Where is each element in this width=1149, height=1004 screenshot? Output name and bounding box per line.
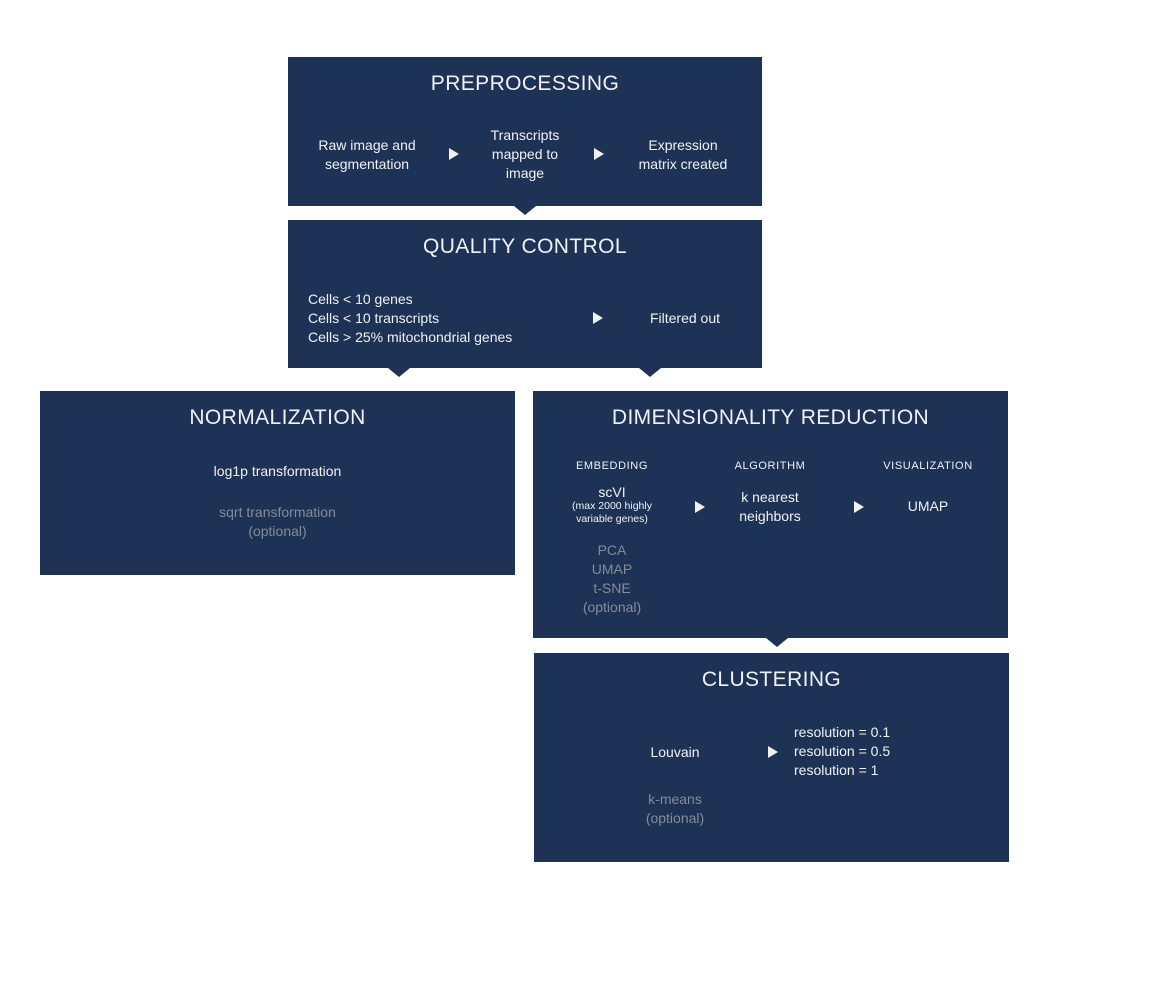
algorithm-primary: k nearest neighbors [739, 489, 801, 524]
arrow-right-icon [695, 501, 705, 513]
quality-control-title: QUALITY CONTROL [423, 235, 627, 258]
embedding-note-line: (max 2000 highly [572, 500, 652, 512]
dimensionality-reduction-box: DIMENSIONALITY REDUCTION EMBEDDING ALGOR… [533, 391, 1008, 647]
resolution-item: resolution = 1 [794, 762, 879, 778]
connector-down-notch [766, 638, 788, 647]
qc-criteria-list: Cells < 10 genes Cells < 10 transcripts … [308, 290, 568, 347]
normalization-optional-note: (optional) [248, 523, 307, 539]
visualization-header: VISUALIZATION [883, 460, 973, 472]
preprocessing-box: PREPROCESSING Raw image and segmentation… [288, 57, 762, 215]
clustering-optional: k-means (optional) [605, 790, 745, 828]
embedding-note-line: variable genes) [576, 513, 648, 525]
algorithm-header: ALGORITHM [734, 460, 806, 472]
clustering-optional-note: (optional) [645, 810, 705, 826]
step-transcripts-mapped: Transcripts mapped to image [490, 127, 560, 181]
clustering-title: CLUSTERING [701, 668, 842, 691]
qc-result: Filtered out [649, 310, 721, 326]
arrow-right-icon [854, 501, 864, 513]
embedding-header: EMBEDDING [575, 460, 649, 472]
connector-down-notch [514, 206, 536, 215]
embedding-primary: scVI [598, 484, 626, 500]
visualization-primary: UMAP [907, 498, 949, 514]
clustering-primary: Louvain [650, 744, 700, 760]
clustering-resolutions: resolution = 0.1 resolution = 0.5 resolu… [794, 723, 954, 780]
qc-criterion: Cells < 10 transcripts [308, 310, 440, 326]
embedding-optional-item: t-SNE [593, 580, 631, 596]
arrow-right-icon [768, 746, 778, 758]
qc-criterion: Cells < 10 genes [308, 291, 413, 307]
embedding-optional-list: PCA UMAP t-SNE (optional) [533, 541, 691, 617]
arrow-right-icon [593, 312, 603, 324]
embedding-optional-item: PCA [597, 542, 627, 558]
step-expression-matrix: Expression matrix created [638, 137, 728, 172]
arrow-right-icon [449, 148, 459, 160]
embedding-optional-item: UMAP [591, 561, 633, 577]
normalization-title: NORMALIZATION [189, 406, 366, 429]
normalization-primary: log1p transformation [213, 463, 342, 479]
normalization-optional-label: sqrt transformation [219, 504, 336, 520]
normalization-optional: sqrt transformation (optional) [40, 503, 515, 541]
clustering-optional-label: k-means [648, 791, 702, 807]
quality-control-box: QUALITY CONTROL Cells < 10 genes Cells <… [288, 220, 762, 377]
dimensionality-reduction-title: DIMENSIONALITY REDUCTION [611, 406, 930, 429]
preprocessing-title: PREPROCESSING [430, 72, 620, 95]
step-raw-image: Raw image and segmentation [318, 137, 416, 172]
arrow-right-icon [594, 148, 604, 160]
connector-down-notch [388, 368, 410, 377]
embedding-optional-item: (optional) [582, 599, 642, 615]
qc-criterion: Cells > 25% mitochondrial genes [308, 329, 513, 345]
normalization-box: NORMALIZATION log1p transformation sqrt … [40, 391, 515, 575]
embedding-note: (max 2000 highly variable genes) [562, 500, 662, 526]
clustering-box: CLUSTERING Louvain resolution = 0.1 reso… [534, 653, 1009, 862]
resolution-item: resolution = 0.5 [794, 743, 891, 759]
resolution-item: resolution = 0.1 [794, 724, 891, 740]
connector-down-notch [639, 368, 661, 377]
